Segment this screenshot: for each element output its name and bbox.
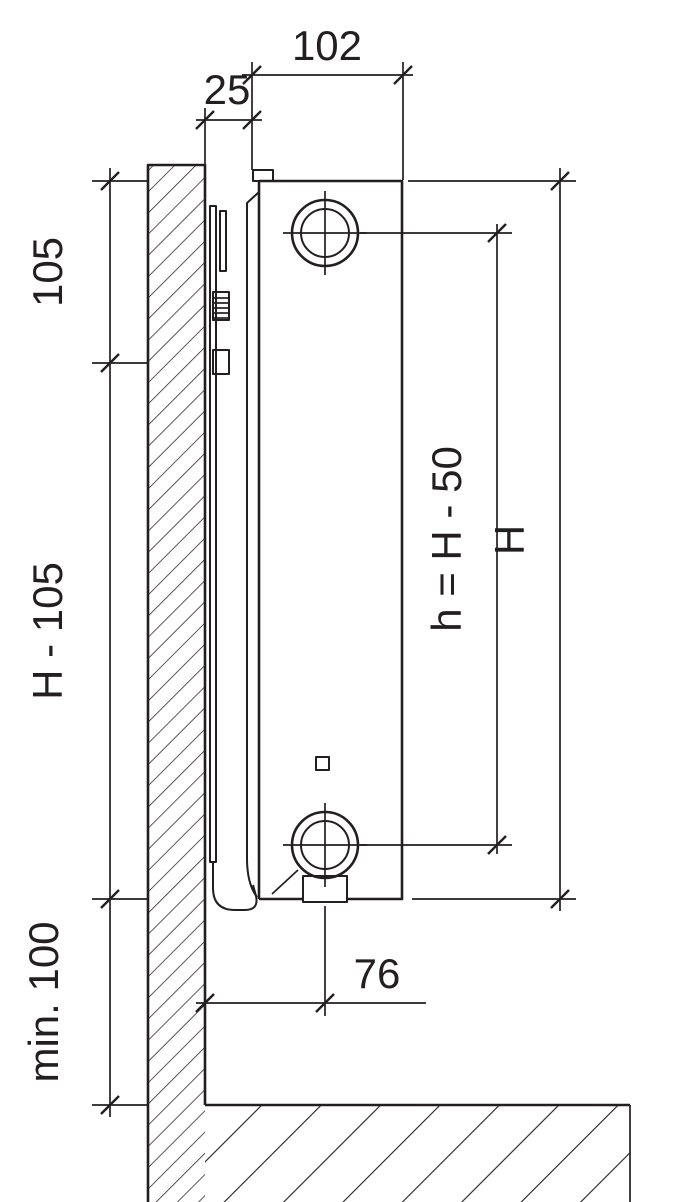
floor-hatch (205, 1105, 630, 1202)
radiator-rear-profile (246, 191, 260, 898)
top-connection-port (283, 191, 367, 275)
dimension-connection-pitch: h = H - 50 (360, 223, 512, 855)
dimension-label-wall-gap: 25 (204, 66, 251, 113)
wall-outline (146, 163, 207, 1202)
valve-body-line (271, 869, 299, 895)
dimension-label-connection-offset: 76 (354, 950, 401, 997)
dimension-label-top-bracket-offset: 105 (24, 237, 71, 307)
wall-hatch (148, 165, 205, 1202)
wall-section (146, 163, 207, 1202)
dimension-radiator-height: H (408, 168, 576, 911)
dimension-label-radiator-height: H (486, 525, 533, 555)
mounting-bracket (209, 205, 258, 911)
dimension-panel-depth: 102 (242, 22, 413, 180)
dimension-label-connection-pitch: h = H - 50 (423, 446, 470, 632)
dimension-label-bracket-span: H - 105 (24, 562, 71, 700)
dimension-label-panel-depth: 102 (292, 22, 362, 69)
radiator-body (246, 169, 404, 903)
sensor-square (315, 756, 330, 771)
bracket-foot-hook (212, 862, 258, 911)
air-vent-tab (252, 169, 274, 182)
dimension-left-column: 105 H - 105 min. 100 (20, 168, 148, 1117)
bracket-adjuster-spring (212, 291, 230, 321)
bracket-top-clip (219, 210, 227, 272)
floor-section (205, 1103, 631, 1202)
radiator-outline (257, 179, 404, 901)
dimension-label-floor-clearance: min. 100 (20, 921, 67, 1082)
bracket-lower-clip (212, 349, 230, 375)
dimension-connection-offset: 76 (195, 906, 426, 1016)
bottom-connection-port (283, 803, 367, 887)
